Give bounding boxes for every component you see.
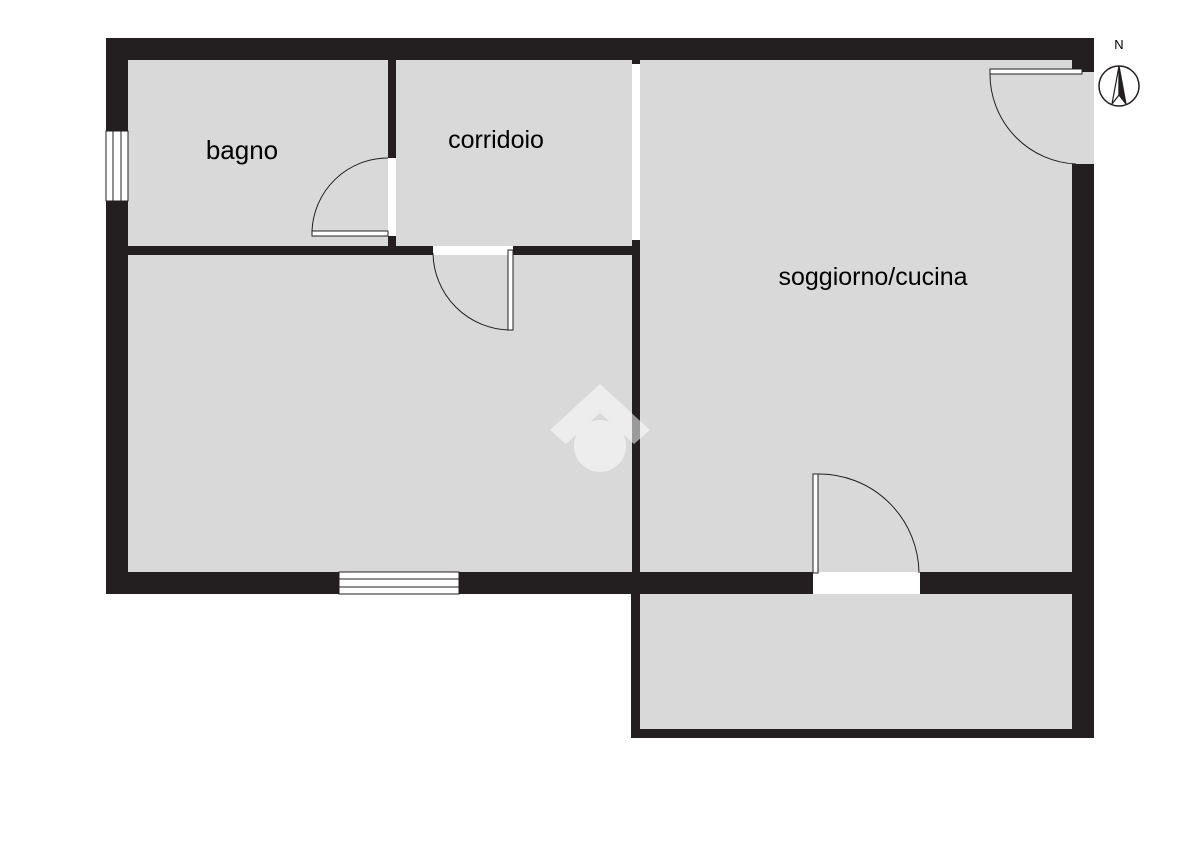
wall-balcony-left [631,572,640,738]
compass-north-label: N [1114,37,1123,52]
opening-bedroom-door [433,247,513,254]
wall-right [1072,164,1094,738]
wall-bottom-left [106,572,339,594]
wall-balcony-bottom [631,729,1094,738]
wall-bath-corridor-upper [388,60,396,158]
door-entrance [989,68,1083,165]
walls [106,38,1094,738]
wall-bottom-right [920,572,1094,594]
floor-corridor [396,60,632,246]
openings [389,64,920,593]
window-bottom [338,571,460,595]
floor-bathroom [128,60,388,246]
wall-top [106,38,1094,60]
wall-right-stub [1072,38,1094,72]
wall-bath-corridor-lower [388,236,396,248]
door-balcony [812,473,920,574]
wall-left-lower [106,201,128,594]
room-label-living-kitchen: soggiorno/cucina [778,263,967,291]
room-label-bathroom: bagno [206,135,278,165]
door-bedroom [432,249,514,331]
floor-living-kitchen [640,60,1072,572]
window-left [105,130,129,202]
wall-partition-h-right [513,246,640,255]
wall-partition-v-top [632,60,640,64]
door-bathroom [311,157,389,237]
floor-balcony [640,594,1072,729]
wall-partition-v [632,240,640,572]
floor-entrance-gap [1070,60,1094,164]
opening-balcony-door [813,573,920,593]
room-label-corridor: corridoio [448,126,544,154]
house-logo-icon [550,384,650,472]
floor-bedroom [128,255,632,572]
floors [128,60,1094,729]
opening-corridor-living [633,64,639,240]
wall-left-upper [106,38,128,131]
opening-bath-door [389,158,395,236]
wall-partition-h-left [128,246,433,255]
north-arrow-icon [1098,65,1140,107]
